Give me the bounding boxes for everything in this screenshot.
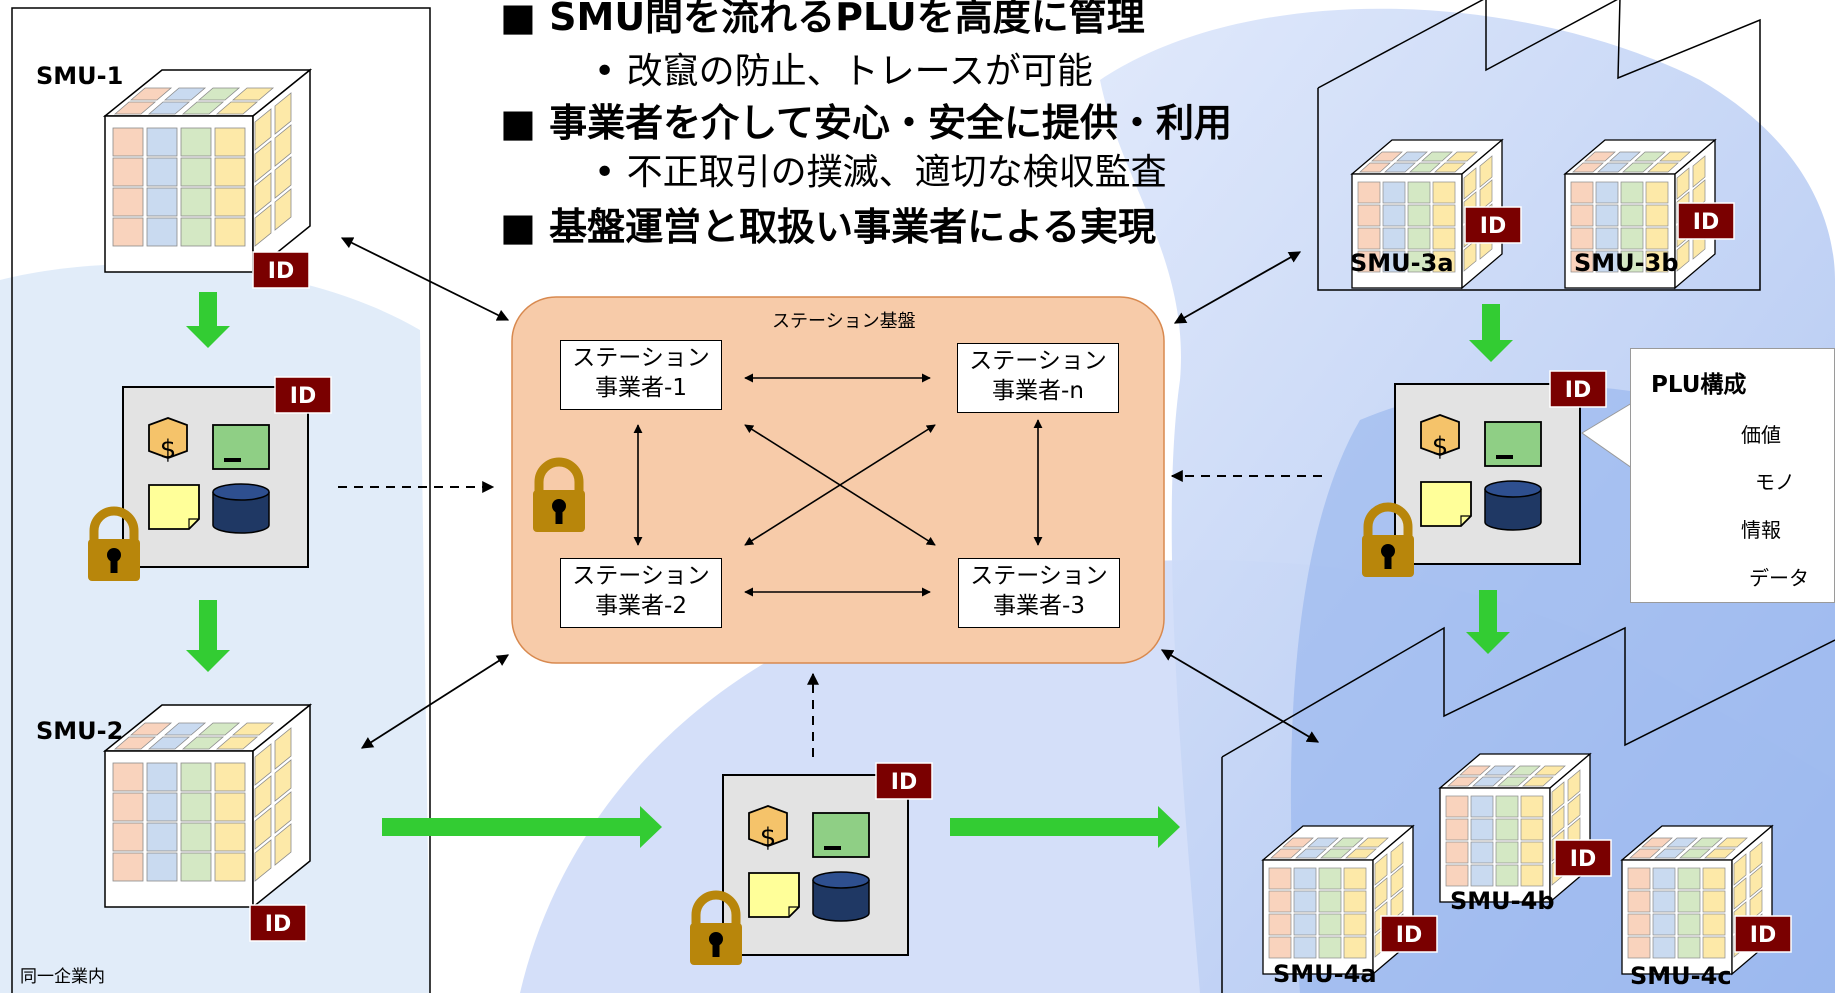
station-operator-3: ステーション 事業者-3 — [958, 558, 1120, 628]
id-badge: ID — [290, 384, 316, 409]
operator-line2: 事業者-2 — [595, 593, 687, 619]
smu3b-label: SMU-3b — [1574, 249, 1679, 277]
station-operator-n: ステーション 事業者-n — [957, 343, 1119, 413]
dashed-arrows — [338, 470, 1322, 757]
factory-outline-3 — [1317, 0, 1761, 291]
id-badges: ID ID ID ID ID ID ID ID ID ID — [249, 202, 1792, 953]
smu4b-label: SMU-4b — [1450, 887, 1555, 915]
station-operator-2: ステーション 事業者-2 — [560, 558, 722, 628]
operator-line2: 事業者-3 — [993, 593, 1085, 619]
plu-box-right — [1394, 383, 1581, 565]
operator-line1: ステーション — [969, 348, 1107, 374]
smu4a-label: SMU-4a — [1273, 960, 1377, 988]
bullet-heading-2: ■ 事業者を介して安心・安全に提供・利用 — [500, 101, 1232, 145]
value-symbol: $ — [1432, 432, 1449, 462]
id-badge: ID — [1750, 923, 1776, 948]
plu-box-bottom — [722, 774, 909, 956]
bullet-sub-2: • 不正取引の撲滅、適切な検収監査 — [594, 152, 1167, 193]
smu3a-label: SMU-3a — [1350, 249, 1454, 277]
station-operator-1: ステーション 事業者-1 — [560, 340, 722, 410]
bullet-sub-1: • 改竄の防止、トレースが可能 — [594, 51, 1093, 92]
id-badge: ID — [268, 259, 294, 284]
id-badge: ID — [1570, 847, 1596, 872]
plu-box-left — [122, 386, 309, 568]
operator-line2: 事業者-n — [992, 378, 1084, 404]
smu4c-label: SMU-4c — [1630, 962, 1732, 990]
id-badge: ID — [1396, 923, 1422, 948]
smu1-plu-cube — [104, 69, 311, 273]
same-enterprise-label: 同一企業内 — [20, 967, 105, 987]
smu1-label: SMU-1 — [36, 62, 124, 90]
legend-label-value: 価値 — [1741, 423, 1781, 447]
smu2-label: SMU-2 — [36, 717, 124, 745]
flow-arrows — [186, 292, 1513, 848]
operator-line1: ステーション — [970, 563, 1108, 589]
bullet-heading-3: ■ 基盤運営と取扱い事業者による実現 — [500, 205, 1156, 249]
smu2-plu-cube — [104, 704, 311, 908]
id-badge: ID — [1693, 210, 1719, 235]
operator-line1: ステーション — [572, 563, 710, 589]
operator-line2: 事業者-1 — [595, 375, 687, 401]
factory-outline-4 — [1221, 626, 1835, 993]
legend-label-info: 情報 — [1741, 518, 1781, 542]
value-symbol: $ — [760, 823, 777, 853]
legend-label-data: データ — [1749, 566, 1809, 590]
legend-title: PLU構成 — [1651, 372, 1747, 398]
operator-line1: ステーション — [572, 345, 710, 371]
operator-links — [633, 373, 1043, 597]
value-symbol: $ — [160, 435, 177, 465]
value-symbols: $ $ $ — [160, 432, 1449, 853]
same-enterprise-region — [11, 7, 431, 993]
bullet-heading-1: ■ SMU間を流れるPLUを高度に管理 — [500, 0, 1145, 39]
smu4b-plu-cube — [1439, 753, 1591, 903]
id-badge: ID — [1480, 214, 1506, 239]
connector-arrows — [340, 237, 1320, 749]
station-platform-title: ステーション基盤 — [772, 311, 916, 332]
id-badge: ID — [265, 912, 291, 937]
id-badge: ID — [1565, 378, 1591, 403]
plu-legend: PLU構成 価値 モノ 情報 データ — [1630, 348, 1835, 603]
id-badge: ID — [891, 770, 917, 795]
legend-label-goods: モノ — [1755, 470, 1795, 494]
